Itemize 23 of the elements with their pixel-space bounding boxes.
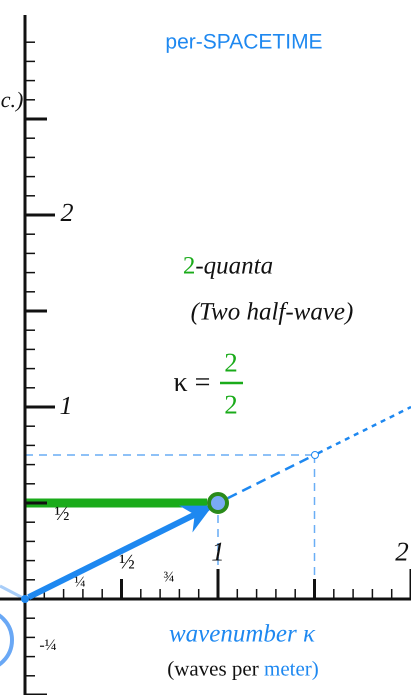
point-marker: [207, 492, 229, 514]
tick-label: 2: [395, 538, 409, 566]
caption-text: (Two half-wave): [190, 300, 354, 324]
dashed-line: [227, 456, 312, 500]
tick-label: 1: [60, 393, 72, 419]
tick-label: ½: [119, 552, 135, 572]
tick-label: ¼: [74, 576, 86, 590]
tick-label: 2: [60, 200, 74, 226]
tick-label: -¼: [39, 638, 57, 654]
title-text: per-SPACETIME: [165, 32, 323, 52]
point-marker: [310, 451, 318, 459]
tick-label: 1: [211, 538, 225, 566]
tick-label: ½: [54, 504, 70, 524]
fraction-numerator: 2: [224, 350, 238, 376]
axis-label: (waves per meter): [167, 658, 319, 680]
equation-text: κ =: [174, 369, 210, 397]
point-marker: [21, 595, 29, 603]
dashed-line: [318, 406, 411, 454]
axis-label: c.): [0, 89, 24, 111]
axis-label: wavenumber κ: [169, 622, 315, 646]
caption-text: 2-quanta: [182, 254, 274, 278]
tick-label: ¾: [163, 570, 175, 586]
fraction-denominator: 2: [224, 392, 238, 418]
